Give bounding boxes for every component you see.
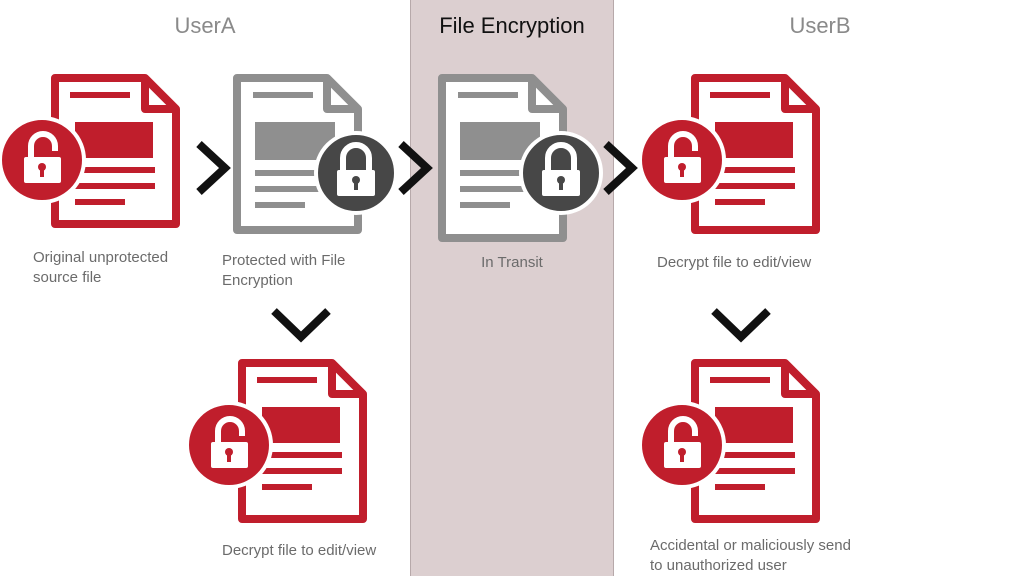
locked-padlock-icon (519, 131, 603, 215)
heading-user-a: UserA (174, 13, 236, 38)
heading-file-encryption: File Encryption (439, 13, 585, 38)
caption-in-transit: In Transit (481, 254, 543, 271)
unlocked-padlock-icon (185, 401, 273, 489)
heading-user-b: UserB (789, 13, 851, 38)
protected-document-icon (195, 70, 415, 270)
locked-padlock-icon (314, 131, 398, 215)
decrypted-document-b-icon (638, 70, 860, 270)
decrypted-document-a-icon (185, 355, 407, 555)
chevron-down-icon (710, 305, 772, 343)
chevron-right-icon (395, 140, 435, 196)
chevron-right-icon (193, 140, 233, 196)
unlocked-padlock-icon (638, 116, 726, 204)
chevron-right-icon (600, 140, 640, 196)
original-document-icon (0, 70, 220, 270)
caption-decrypt-b: Decrypt file to edit/view (657, 254, 812, 271)
caption-original: Original unprotected source file (33, 249, 169, 286)
caption-accidental: Accidental or maliciously send to unauth… (650, 537, 851, 574)
unauthorized-document-icon (638, 355, 860, 555)
caption-decrypt-a: Decrypt file to edit/view (222, 542, 377, 559)
chevron-down-icon (270, 305, 332, 343)
unlocked-padlock-icon (638, 401, 726, 489)
unlocked-padlock-icon (0, 116, 86, 204)
in-transit-document-icon (400, 70, 620, 270)
caption-protected: Protected with File Encryption (222, 252, 346, 289)
